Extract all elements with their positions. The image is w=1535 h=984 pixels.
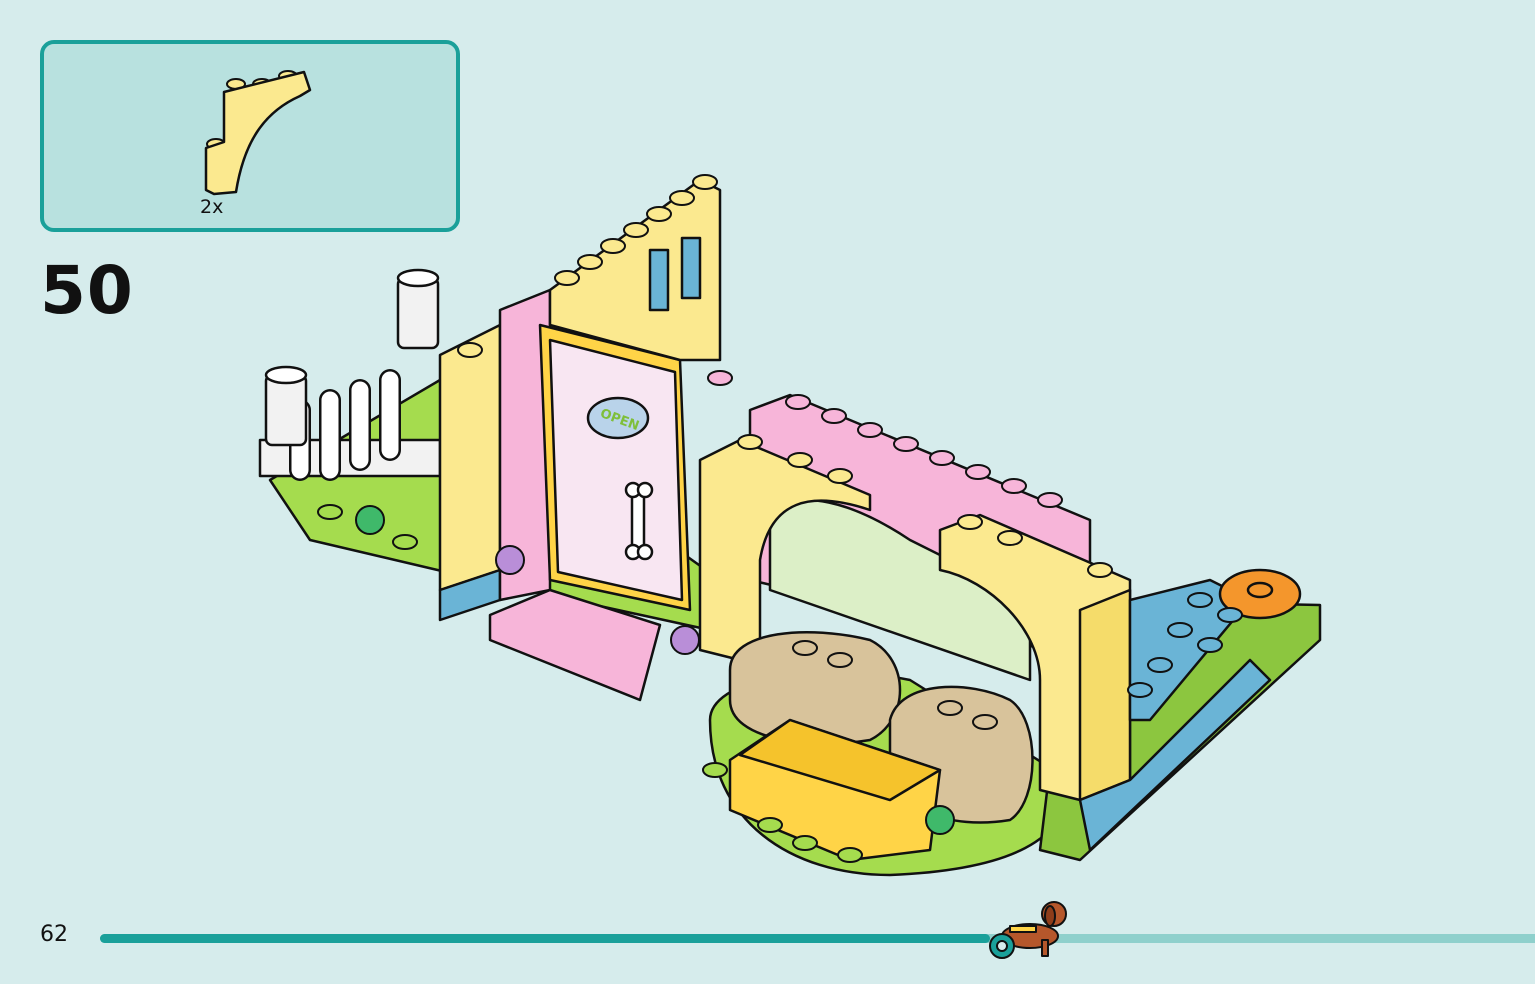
open-sign xyxy=(586,396,650,440)
door-glass xyxy=(548,338,684,602)
dog-wheelchair-icon xyxy=(989,901,1067,959)
page-number: 62 xyxy=(40,922,68,947)
parts-callout: 2x xyxy=(40,40,460,232)
part-quantity: 2x xyxy=(200,196,224,218)
progress-fill xyxy=(100,934,990,943)
progress-bar xyxy=(100,934,1535,943)
fence-post-left xyxy=(264,373,308,447)
yellow-arch-brick-icon xyxy=(204,70,312,196)
step-number: 50 xyxy=(40,252,134,329)
door-step xyxy=(488,588,662,702)
yellow-arch-wall xyxy=(698,438,872,667)
flower-decorations xyxy=(355,505,955,835)
bone-icon xyxy=(624,481,654,561)
yellow-column-left xyxy=(438,323,502,592)
build-model-illustration: OPEN xyxy=(258,174,1322,877)
fence-post-right xyxy=(396,276,440,350)
